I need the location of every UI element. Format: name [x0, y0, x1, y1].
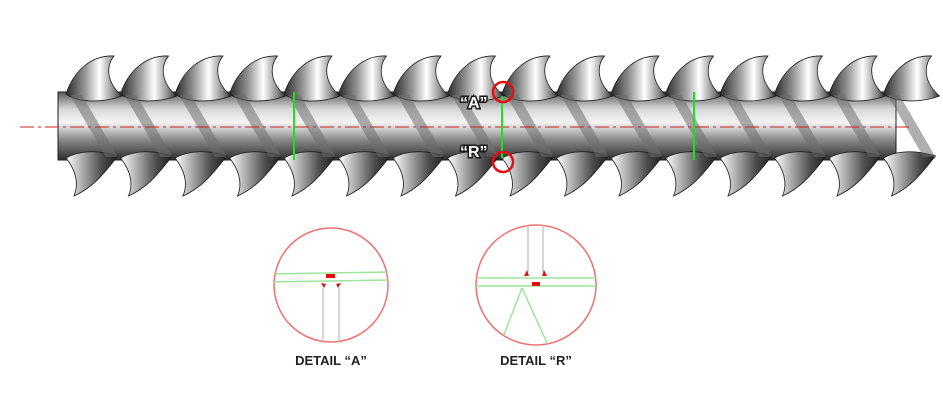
screw-flight-lower [828, 151, 882, 197]
detail-r-view [475, 224, 597, 346]
screw-flight-upper [229, 55, 287, 102]
screw-flight-upper [501, 55, 559, 102]
screw-helix-band [397, 95, 445, 157]
screw-helix-band [833, 95, 881, 157]
screw-flight-lower [337, 151, 392, 197]
screw-flight-upper [883, 55, 941, 102]
screw-flight-upper [283, 55, 341, 102]
screw-flight-upper [556, 55, 614, 102]
detail-a-view [273, 227, 389, 343]
screw-flight-upper [392, 55, 450, 102]
screw-helix-band [724, 95, 772, 157]
marker-circle-a [491, 80, 515, 104]
screw-flight-upper [65, 55, 123, 102]
screw-flight-lower [65, 151, 119, 197]
screw-helix-band [560, 95, 609, 157]
screw-helix-band [70, 95, 118, 157]
screw-flight-upper [774, 55, 832, 102]
screw-flight-lower [773, 151, 828, 197]
screw-helix-band [288, 95, 336, 157]
screw-flight-lower [501, 151, 555, 197]
screw-flight-lower [392, 151, 446, 197]
screw-flight-lower [446, 151, 501, 197]
screw-flight-lower [283, 151, 337, 197]
screw-flights [65, 55, 941, 197]
screw-flight-lower [228, 151, 283, 197]
screw-flight-lower [882, 151, 937, 197]
screw-flight-upper [120, 55, 178, 102]
screw-flight-upper [447, 55, 505, 102]
detail-a-caption: DETAIL “A” [295, 353, 367, 368]
screw-helix-band [179, 95, 227, 157]
screw-flight-lower [610, 151, 664, 197]
screw-flight-lower [555, 151, 610, 197]
screw-helix-band [233, 95, 282, 157]
screw-flight-lower [664, 151, 719, 197]
marker-circle-r [491, 150, 515, 174]
screw-flight-upper [719, 55, 777, 102]
detail-r-caption: DETAIL “R” [500, 353, 572, 368]
screw-flight-lower [719, 151, 773, 197]
screw-shaft-assembly [20, 55, 941, 197]
screw-flight-upper [828, 55, 886, 102]
screw-helix-band [342, 95, 391, 157]
screw-helix-band [887, 95, 936, 157]
marker-label-a: “A” [460, 95, 488, 112]
marker-label-r: “R” [460, 144, 488, 161]
screw-helix-band [778, 95, 827, 157]
screw-helix-band [124, 95, 173, 157]
screw-helix-band [451, 95, 500, 157]
screw-helix-band [615, 95, 663, 157]
screw-flight-upper [338, 55, 396, 102]
screw-flight-upper [610, 55, 668, 102]
screw-flight-lower [174, 151, 228, 197]
screw-helix-band [506, 95, 554, 157]
screw-flight-upper [174, 55, 232, 102]
screw-flight-lower [119, 151, 174, 197]
